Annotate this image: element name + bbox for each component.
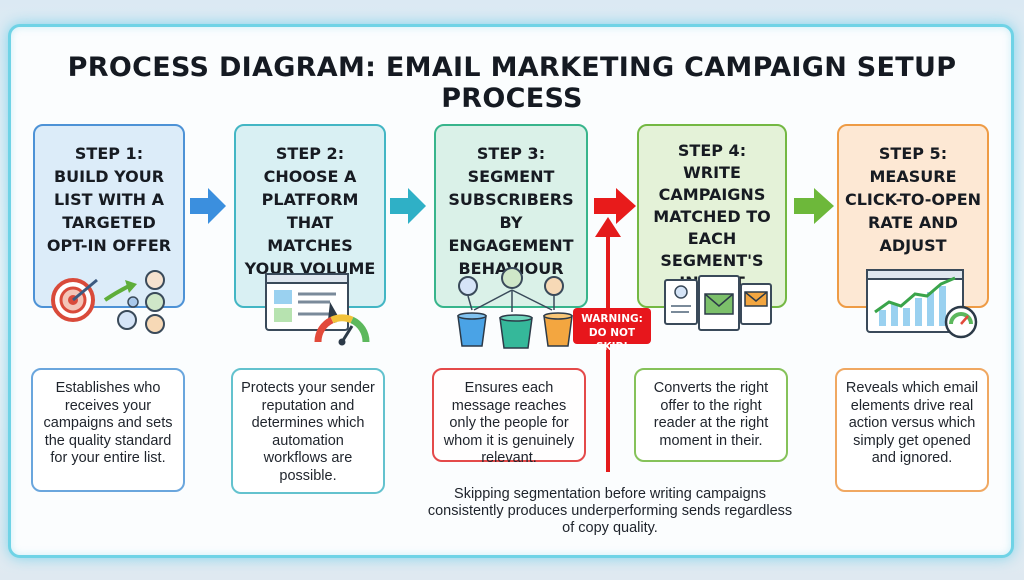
step-2-line-3: MATCHES <box>267 236 353 255</box>
step-2-heading: STEP 2: CHOOSE A PLATFORM THAT MATCHES Y… <box>236 142 384 280</box>
people-icon <box>117 270 165 334</box>
arrow-step-2-to-3 <box>390 188 426 224</box>
step-3-line-1: SEGMENT <box>467 167 555 186</box>
step-3-line-2: SUBSCRIBERS <box>448 190 574 209</box>
step-1-line-1: BUILD YOUR <box>53 167 165 186</box>
step-1-description: Establishes who receives your campaigns … <box>31 368 185 492</box>
warning-arrow-head <box>595 217 621 237</box>
arrow-step-1-to-2 <box>190 188 226 224</box>
dashboard-icon <box>265 273 349 331</box>
step-3-description: Ensures each message reaches only the pe… <box>432 368 586 466</box>
segmentation-note: Skipping segmentation before writing cam… <box>427 486 793 536</box>
step-4-box: STEP 4: WRITE CAMPAIGNS MATCHED TO EACH … <box>637 124 787 331</box>
segment-icon <box>458 267 564 312</box>
step-4-line-1: WRITE <box>683 163 741 182</box>
step-3-heading: STEP 3: SEGMENT SUBSCRIBERS BY ENGAGEMEN… <box>436 142 586 280</box>
step-5-line-1: MEASURE <box>869 167 957 186</box>
step-4-heading: STEP 4: WRITE CAMPAIGNS MATCHED TO EACH … <box>639 140 785 294</box>
step-3-label: STEP 3: <box>476 144 546 163</box>
step-5-description: Reveals which email elements drive real … <box>835 368 989 492</box>
arrow-step-3-to-4 <box>594 188 636 224</box>
arrow-step-4-to-5 <box>794 188 834 224</box>
step-1-line-3: TARGETED <box>62 213 156 232</box>
step-1-line-4: OPT-IN OFFER <box>46 236 172 255</box>
step-4-line-3: MATCHED TO <box>653 207 771 226</box>
warning-badge: WARNING: DO NOT SKIP! <box>573 308 651 353</box>
warning-line-2: DO NOT SKIP! <box>588 327 636 353</box>
step-1-line-2: LIST WITH A <box>53 190 164 209</box>
step-2-box: STEP 2: CHOOSE A PLATFORM THAT MATCHES Y… <box>234 124 386 346</box>
bucket-icon <box>457 312 573 349</box>
step-5-line-2: CLICK-TO-OPEN <box>844 190 982 209</box>
step-3-line-3: BY ENGAGEMENT <box>448 213 574 255</box>
step-5-line-3: RATE AND <box>868 213 958 232</box>
step-2-line-2: PLATFORM THAT <box>261 190 359 232</box>
chart-icon <box>866 269 978 339</box>
diagram-title: PROCESS DIAGRAM: EMAIL MARKETING CAMPAIG… <box>67 52 957 114</box>
step-1-label: STEP 1: <box>74 144 144 163</box>
step-4-description: Converts the right offer to the right re… <box>634 368 788 462</box>
email-icon <box>664 275 772 331</box>
step-5-heading: STEP 5: MEASURE CLICK-TO-OPEN RATE AND A… <box>839 142 987 257</box>
step-2-line-1: CHOOSE A <box>263 167 357 186</box>
step-5-line-4: ADJUST <box>879 236 947 255</box>
gauge-icon <box>314 314 370 346</box>
target-icon <box>51 278 137 322</box>
warning-pointer-line <box>606 228 610 472</box>
step-2-description: Protects your sender reputation and dete… <box>231 368 385 494</box>
step-4-line-4: EACH SEGMENT'S <box>660 229 764 270</box>
warning-line-1: WARNING: <box>581 313 643 325</box>
step-1-box: STEP 1: BUILD YOUR LIST WITH A TARGETED … <box>33 124 185 334</box>
step-5-box: STEP 5: MEASURE CLICK-TO-OPEN RATE AND A… <box>837 124 989 339</box>
step-5-label: STEP 5: <box>878 144 948 163</box>
step-1-heading: STEP 1: BUILD YOUR LIST WITH A TARGETED … <box>35 142 183 257</box>
step-4-label: STEP 4: <box>677 141 747 160</box>
step-2-label: STEP 2: <box>275 144 345 163</box>
step-4-line-2: CAMPAIGNS <box>658 185 766 204</box>
step-3-box: STEP 3: SEGMENT SUBSCRIBERS BY ENGAGEMEN… <box>434 124 588 349</box>
